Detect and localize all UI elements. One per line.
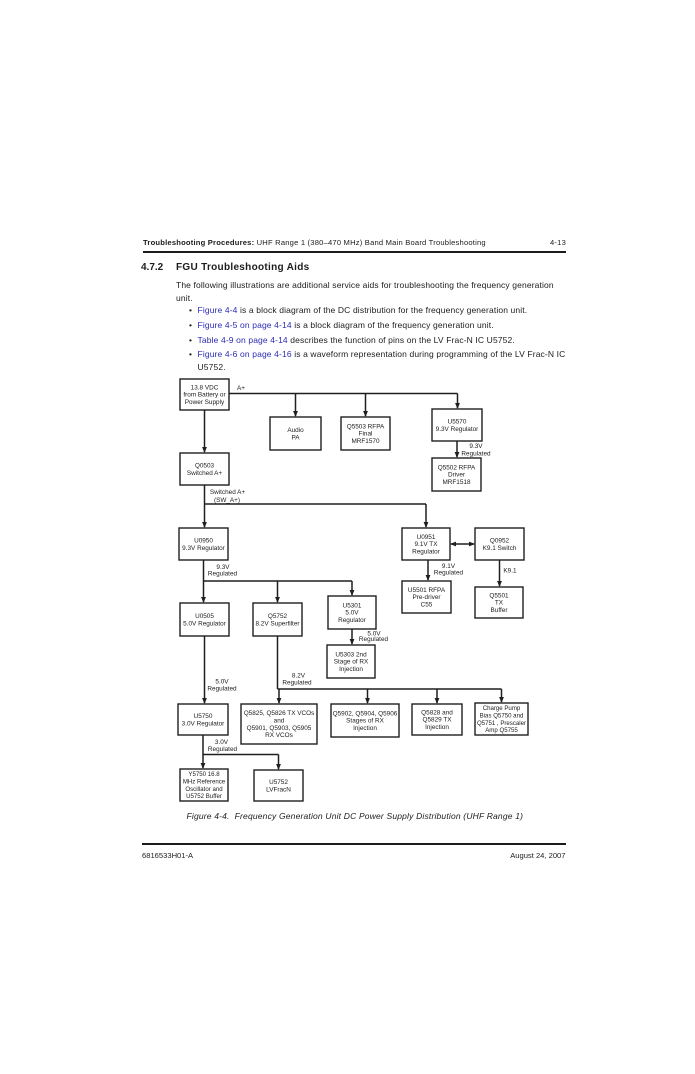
svg-text:Bias Q5750 and: Bias Q5750 and — [480, 713, 524, 720]
svg-text:PA: PA — [291, 434, 300, 441]
svg-text:Amp Q5755: Amp Q5755 — [485, 727, 518, 734]
svg-text:Driver: Driver — [448, 472, 466, 479]
svg-text:9.1V TX: 9.1V TX — [415, 541, 439, 548]
svg-text:and: and — [274, 718, 285, 725]
svg-text:5.0V: 5.0V — [215, 678, 229, 685]
svg-text:Regulated: Regulated — [461, 450, 491, 457]
svg-text:Q5825, Q5826 TX VCOs: Q5825, Q5826 TX VCOs — [244, 710, 315, 717]
svg-text:Switched A+: Switched A+ — [187, 470, 223, 477]
svg-text:Injection: Injection — [353, 725, 377, 732]
svg-text:U0951: U0951 — [417, 534, 436, 541]
svg-text:Q5503 RFPA: Q5503 RFPA — [347, 423, 385, 430]
svg-text:Regulated: Regulated — [208, 571, 238, 578]
svg-text:Q5751 , Prescaler: Q5751 , Prescaler — [477, 720, 526, 727]
svg-text:Switched A+: Switched A+ — [210, 489, 246, 496]
svg-text:U5752: U5752 — [269, 779, 288, 786]
svg-text:Buffer: Buffer — [491, 607, 509, 614]
svg-text:9.3V Regulator: 9.3V Regulator — [182, 545, 226, 552]
svg-text:K9.1: K9.1 — [503, 567, 517, 574]
svg-text:Regulated: Regulated — [434, 570, 464, 577]
svg-text:3.0V Regulator: 3.0V Regulator — [182, 720, 226, 727]
svg-text:MRF1570: MRF1570 — [351, 438, 380, 445]
svg-text:U5303 2nd: U5303 2nd — [335, 651, 367, 658]
svg-text:U5570: U5570 — [448, 419, 467, 426]
svg-text:U5301: U5301 — [343, 602, 362, 609]
svg-text:MRF1518: MRF1518 — [442, 479, 471, 486]
svg-text:5.0V Regulator: 5.0V Regulator — [183, 620, 227, 627]
svg-text:Q5828 and: Q5828 and — [421, 709, 453, 716]
svg-text:Regulator: Regulator — [338, 617, 367, 624]
svg-text:13.8 VDC: 13.8 VDC — [191, 384, 219, 391]
svg-text:Final: Final — [359, 431, 373, 438]
svg-text:5.0V: 5.0V — [345, 610, 359, 617]
svg-text:9.3V: 9.3V — [469, 443, 483, 450]
svg-text:U5752 Buffer: U5752 Buffer — [186, 793, 222, 800]
svg-text:Regulator: Regulator — [412, 549, 441, 556]
svg-text:Pre-driver: Pre-driver — [412, 594, 441, 601]
svg-text:Regulated: Regulated — [282, 679, 312, 686]
svg-text:Q0952: Q0952 — [490, 538, 510, 545]
svg-text:Power Supply: Power Supply — [185, 399, 225, 406]
svg-text:Oscillator and: Oscillator and — [185, 786, 222, 793]
svg-text:5.0V: 5.0V — [367, 630, 381, 637]
svg-text:(SW_A+): (SW_A+) — [214, 497, 240, 504]
svg-text:9.3V Regulator: 9.3V Regulator — [436, 426, 480, 433]
svg-text:from Battery or: from Battery or — [183, 392, 226, 399]
svg-text:K9.1 Switch: K9.1 Switch — [483, 545, 517, 552]
svg-text:8.2V: 8.2V — [292, 672, 306, 679]
svg-text:Q5902, Q5904, Q5906: Q5902, Q5904, Q5906 — [333, 710, 398, 717]
svg-text:U0505: U0505 — [195, 613, 214, 620]
svg-text:A+: A+ — [237, 385, 245, 392]
svg-text:Q5502 RFPA: Q5502 RFPA — [438, 464, 476, 471]
svg-text:8.2V Superfilter: 8.2V Superfilter — [255, 620, 300, 627]
svg-text:Regulated: Regulated — [359, 636, 389, 643]
svg-text:Stages of RX: Stages of RX — [346, 718, 384, 725]
svg-text:Q0503: Q0503 — [195, 463, 215, 470]
svg-text:TX: TX — [495, 600, 504, 607]
svg-text:Y5750 16.8: Y5750 16.8 — [188, 771, 220, 778]
svg-text:Injection: Injection — [339, 666, 363, 673]
svg-text:Stage of RX: Stage of RX — [334, 659, 369, 666]
svg-text:9.1V: 9.1V — [442, 563, 456, 570]
svg-text:Q5501: Q5501 — [489, 592, 509, 599]
svg-text:Q5829 TX: Q5829 TX — [422, 717, 452, 724]
svg-text:MHz Reference: MHz Reference — [183, 779, 226, 786]
svg-text:Injection: Injection — [425, 724, 449, 731]
svg-text:Regulated: Regulated — [207, 685, 237, 692]
svg-text:3.0V: 3.0V — [215, 739, 229, 746]
svg-text:Audio: Audio — [287, 427, 304, 434]
svg-text:Regulated: Regulated — [208, 746, 238, 753]
svg-text:RX VCOs: RX VCOs — [265, 732, 293, 739]
svg-text:LVFracN: LVFracN — [266, 786, 291, 793]
svg-text:Q5901, Q5903, Q5905: Q5901, Q5903, Q5905 — [247, 725, 312, 732]
svg-text:Charge Pump: Charge Pump — [483, 705, 521, 712]
svg-text:U5750: U5750 — [194, 713, 213, 720]
svg-text:Q5752: Q5752 — [268, 613, 288, 620]
svg-text:9.3V: 9.3V — [216, 564, 230, 571]
svg-text:U5501 RFPA: U5501 RFPA — [408, 587, 446, 594]
svg-text:C55: C55 — [421, 602, 433, 609]
svg-text:U0950: U0950 — [194, 538, 213, 545]
